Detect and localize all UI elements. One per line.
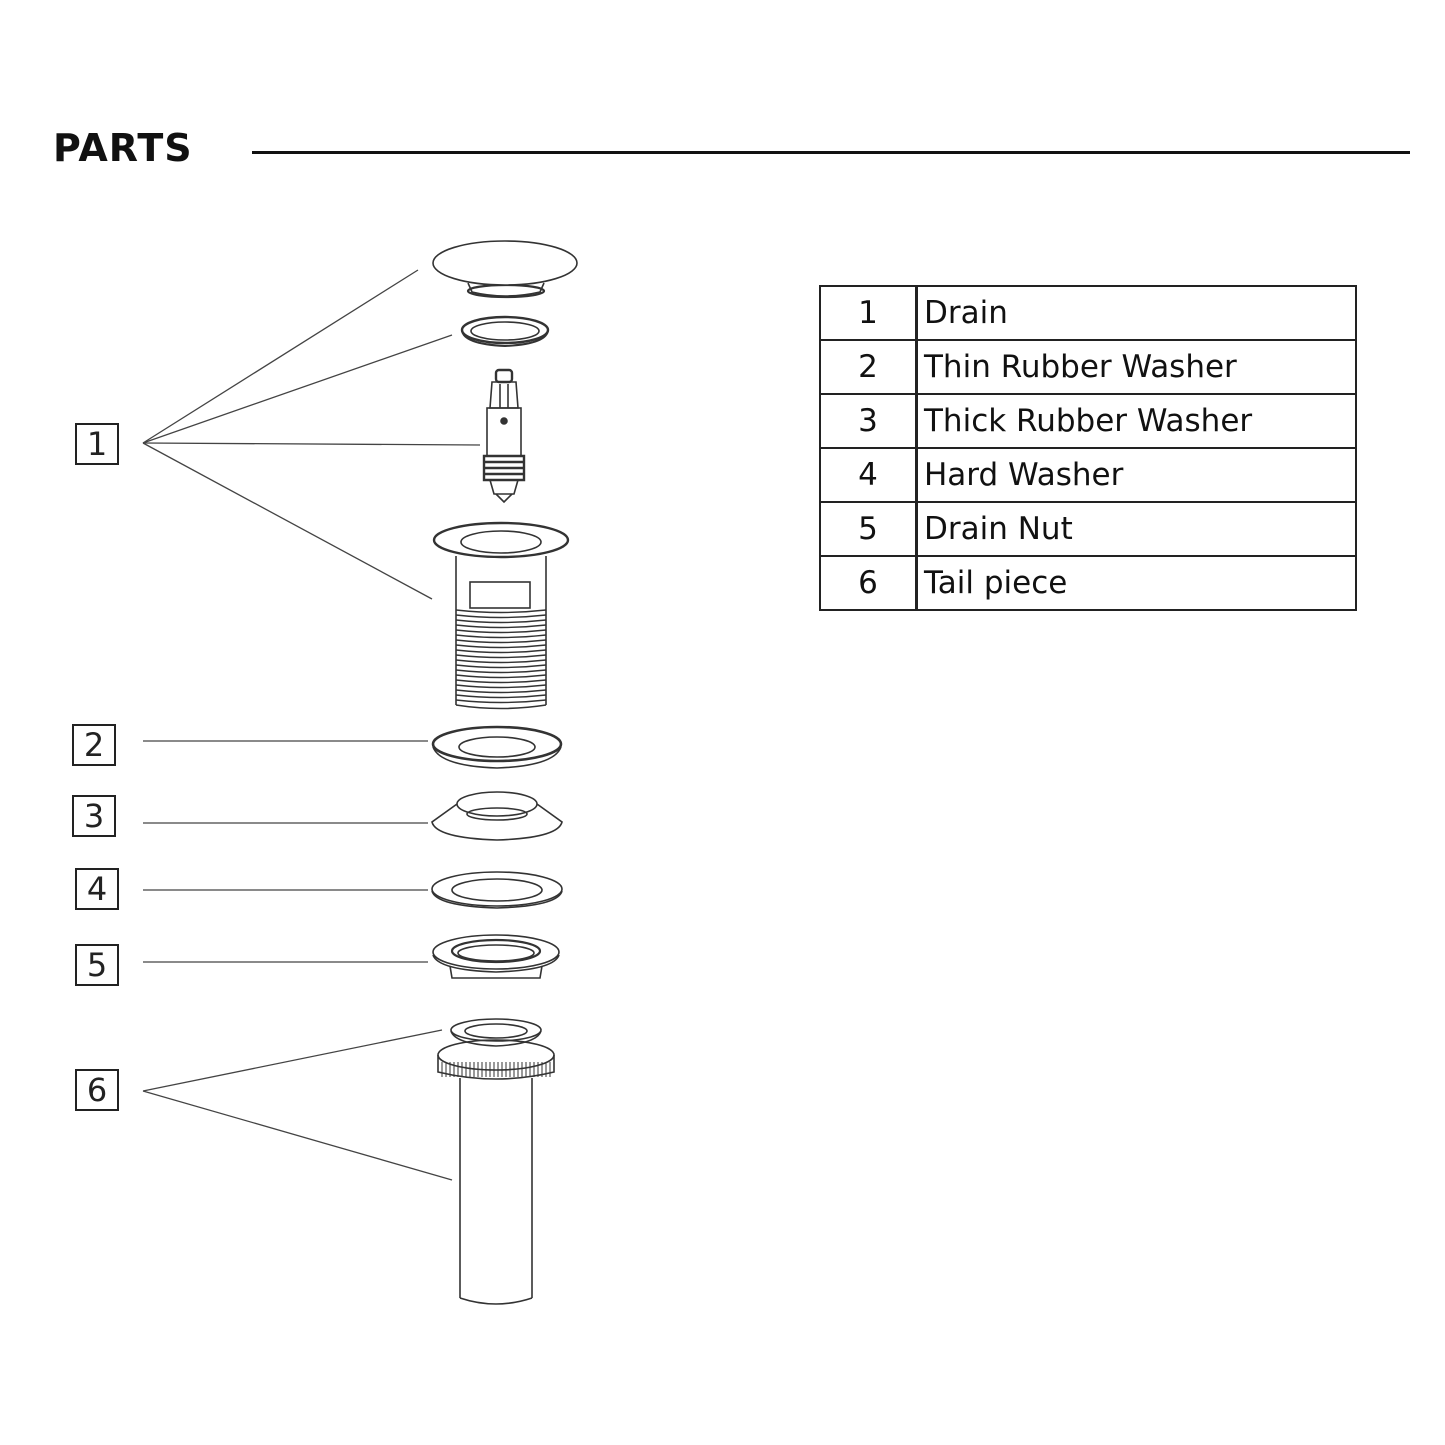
tail-piece-icon [437, 1039, 555, 1305]
thread-line [455, 639, 547, 644]
leader-line [142, 442, 433, 600]
thin-rubber-washer-icon [431, 725, 563, 769]
table-row: 4 Hard Washer [819, 447, 1357, 503]
callout-1: 1 [75, 423, 119, 465]
part-name: Thick Rubber Washer [915, 393, 1357, 449]
callout-6: 6 [75, 1069, 119, 1111]
thread-line [455, 629, 547, 634]
thread-line [455, 669, 547, 674]
leader-line [142, 269, 419, 444]
callout-4: 4 [75, 868, 119, 910]
tail-piece-washer-icon [450, 1018, 542, 1047]
title-divider [252, 151, 1410, 154]
thread-line [455, 624, 547, 629]
parts-table: 1 Drain 2 Thin Rubber Washer 3 Thick Rub… [819, 285, 1357, 611]
callout-5: 5 [75, 944, 119, 986]
leader-line [142, 1029, 443, 1092]
thread-line [455, 664, 547, 669]
thread-line [455, 694, 547, 699]
part-number: 6 [819, 555, 918, 611]
part-name: Tail piece [915, 555, 1357, 611]
thread-line [455, 649, 547, 654]
thread-line [455, 609, 547, 614]
part-name: Drain [915, 285, 1357, 341]
leader-line [142, 334, 453, 444]
table-row: 3 Thick Rubber Washer [819, 393, 1357, 449]
thread-line [455, 644, 547, 649]
thread-line [455, 679, 547, 684]
part-number: 3 [819, 393, 918, 449]
part-number: 1 [819, 285, 918, 341]
thread-line [455, 614, 547, 619]
part-name: Hard Washer [915, 447, 1357, 503]
cap-seal-ring-icon [460, 315, 550, 348]
thread-line [455, 634, 547, 639]
callout-2: 2 [72, 724, 116, 766]
table-row: 2 Thin Rubber Washer [819, 339, 1357, 395]
part-number: 5 [819, 501, 918, 557]
leader-line [142, 1090, 453, 1181]
thread-line [455, 684, 547, 689]
part-name: Thin Rubber Washer [915, 339, 1357, 395]
drain-cap-icon [432, 240, 578, 299]
thread-line [455, 699, 547, 704]
table-row: 5 Drain Nut [819, 501, 1357, 557]
leader-lines-1 [142, 269, 481, 600]
hard-washer-icon [431, 871, 563, 909]
leader-lines-6 [142, 1029, 453, 1181]
part-number: 2 [819, 339, 918, 395]
thread-line [455, 659, 547, 664]
leader-line [142, 442, 481, 446]
pop-up-cartridge-icon [482, 368, 526, 504]
thread-line [455, 654, 547, 659]
drain-body-icon [432, 521, 570, 710]
thread-line [455, 689, 547, 694]
part-name: Drain Nut [915, 501, 1357, 557]
drain-nut-icon [432, 934, 560, 979]
page-title: PARTS [53, 126, 193, 170]
part-number: 4 [819, 447, 918, 503]
thick-rubber-washer-icon [431, 791, 563, 841]
table-row: 1 Drain [819, 285, 1357, 341]
thread-line [455, 674, 547, 679]
table-row: 6 Tail piece [819, 555, 1357, 611]
thread-line [455, 619, 547, 624]
callout-3: 3 [72, 795, 116, 837]
